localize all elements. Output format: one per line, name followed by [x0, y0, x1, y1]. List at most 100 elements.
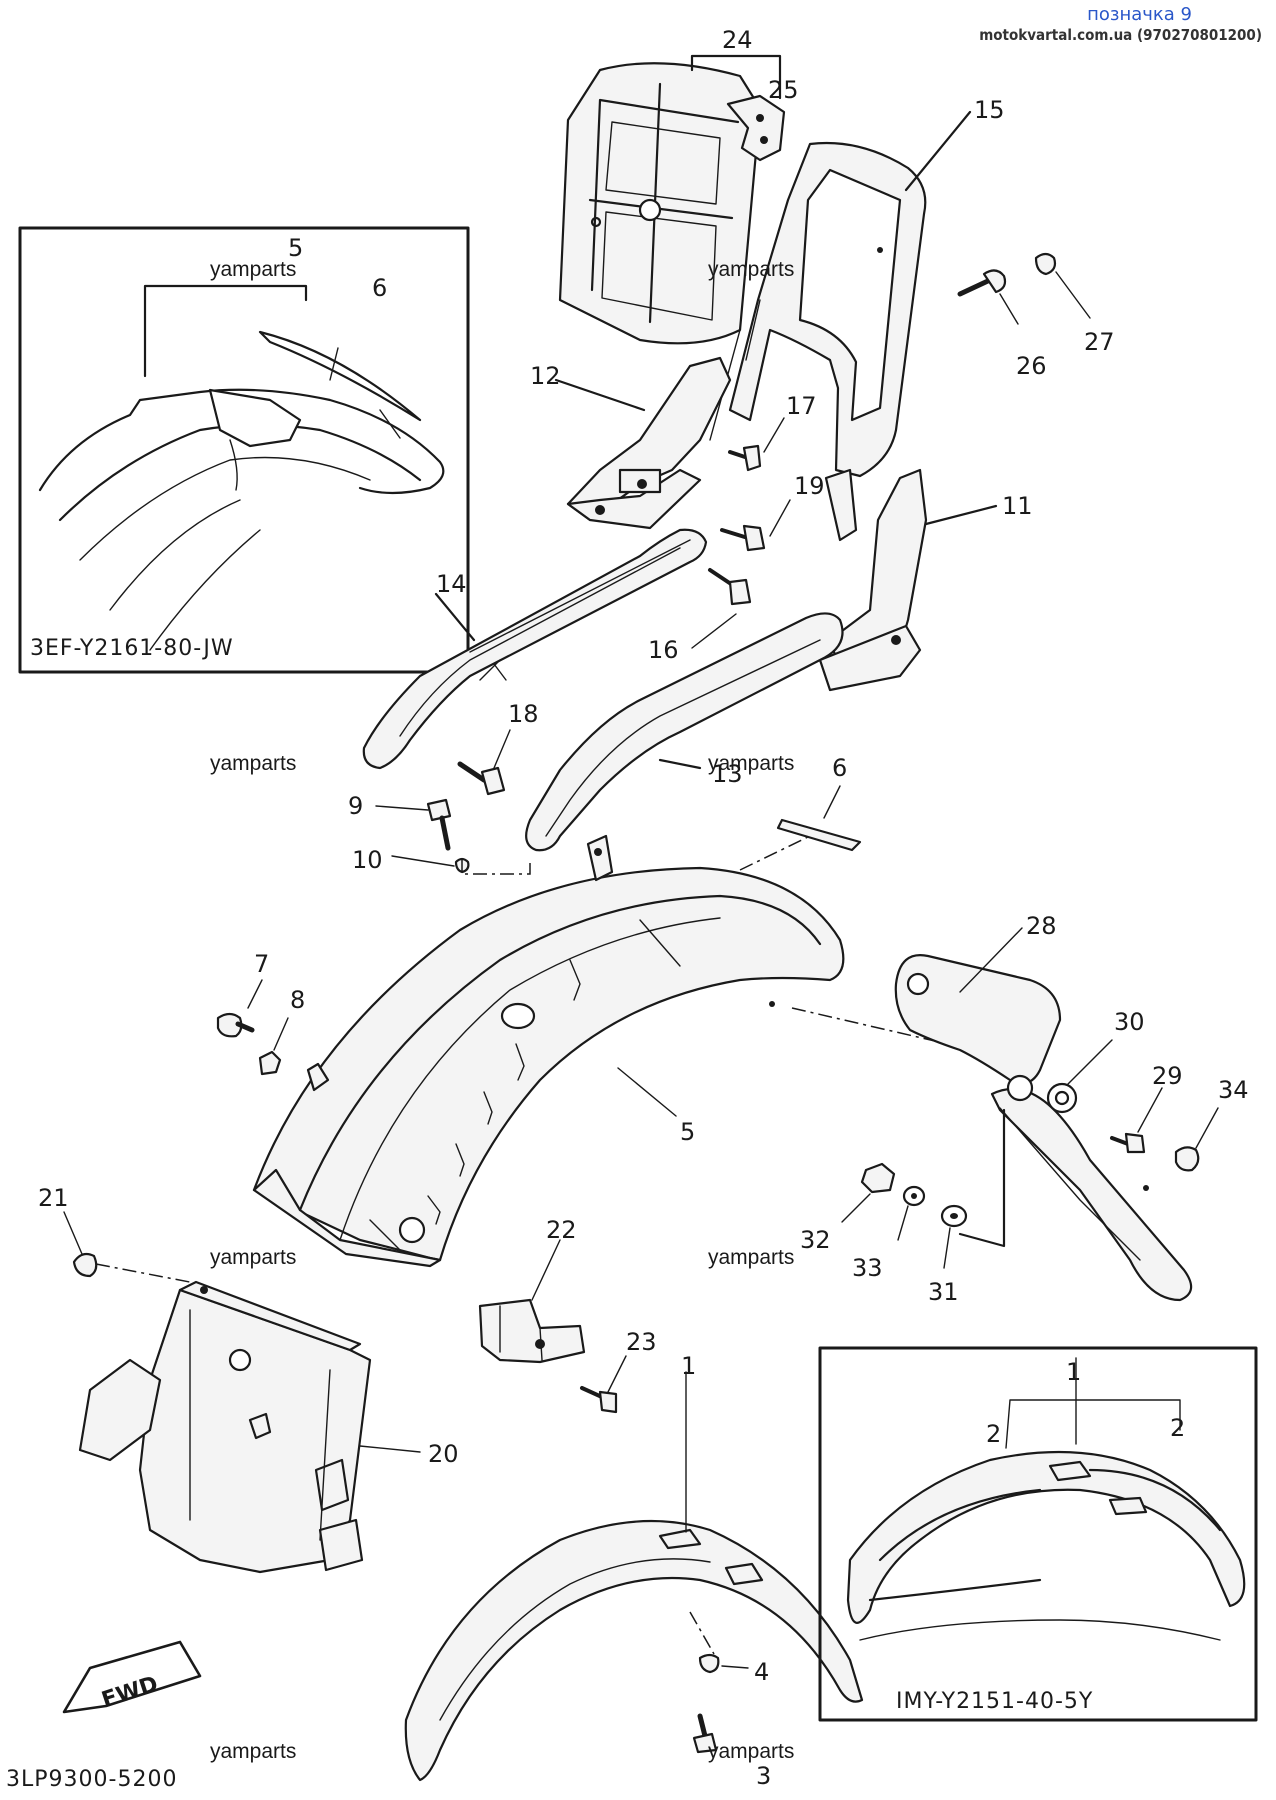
callout-25: 25: [768, 76, 799, 104]
callout-5: 5: [680, 1118, 695, 1146]
watermark: yamparts: [210, 1740, 297, 1763]
nut-32: [841, 1162, 896, 1223]
callout-11: 11: [1002, 492, 1033, 520]
header-badge: позначка 9: [1087, 4, 1192, 25]
dashed-line-6: [739, 835, 811, 871]
inset-callout-1: 1: [1066, 1358, 1081, 1386]
rear-fender-5: [252, 834, 845, 1268]
callout-21: 21: [38, 1184, 69, 1212]
callout-1: 1: [681, 1352, 696, 1380]
callout-31: 31: [928, 1278, 959, 1306]
inset-callout-5: 5: [288, 234, 303, 262]
watermark: yamparts: [708, 752, 795, 775]
callout-20: 20: [428, 1440, 459, 1468]
callout-28: 28: [1026, 912, 1057, 940]
front-fender-1: [404, 1371, 864, 1782]
callout-30: 30: [1114, 1008, 1145, 1036]
header-site-link[interactable]: motokvartal.com.ua (970270801200): [979, 26, 1262, 44]
rear-flap-20: [78, 1280, 421, 1574]
callout-18: 18: [508, 700, 539, 728]
leader-31-stay: [958, 1108, 1006, 1248]
inset-callout-2b: 2: [1170, 1414, 1185, 1442]
callout-33: 33: [852, 1254, 883, 1282]
cap-nut-34: [1174, 1107, 1219, 1172]
watermark: yamparts: [708, 1740, 795, 1763]
callout-numbers: 1 3 4 5 6 7 8 9 10 11 12 13 14 15 16 17 …: [6, 26, 1249, 1792]
collar-30: [1046, 1039, 1113, 1114]
backrest-pad: [558, 62, 762, 345]
inset-callout-2a: 2: [986, 1420, 1001, 1448]
fender-stay-28: [894, 927, 1193, 1302]
grab-rail-14: [362, 528, 708, 770]
leader-11: [924, 504, 998, 526]
inset-callout-6: 6: [372, 274, 387, 302]
leader-14: [434, 592, 476, 642]
side-bracket-11: [818, 468, 928, 692]
nut-8: [258, 1017, 289, 1076]
watermark: yamparts: [210, 752, 297, 775]
washer-10: [391, 855, 470, 874]
callout-16: 16: [648, 636, 679, 664]
callout-14: 14: [436, 570, 467, 598]
leader-13: [658, 758, 702, 770]
bolt-26: [957, 269, 1019, 325]
callout-17: 17: [786, 392, 817, 420]
callout-4: 4: [754, 1658, 769, 1686]
stripe-6: [776, 785, 862, 852]
inset-code-label-2: IMY-Y2151-40-5Y: [896, 1689, 1093, 1714]
callout-9: 9: [348, 792, 363, 820]
nut-21: [63, 1211, 98, 1278]
bolt-17: [728, 417, 785, 472]
callout-8: 8: [290, 986, 305, 1014]
callout-13: 13: [712, 760, 743, 788]
backrest-bracket-25: [726, 94, 786, 162]
watermark: yamparts: [708, 1246, 795, 1269]
callout-10: 10: [352, 846, 383, 874]
callout-19: 19: [794, 472, 825, 500]
callout-7: 7: [254, 950, 269, 978]
callout-27: 27: [1084, 328, 1115, 356]
bolt-3: [692, 1713, 718, 1754]
callout-15: 15: [974, 96, 1005, 124]
callout-6: 6: [832, 754, 847, 782]
callout-23: 23: [626, 1328, 657, 1356]
callout-3: 3: [756, 1762, 771, 1790]
bolt-29: [1110, 1087, 1163, 1154]
dashed-line-10: [461, 858, 531, 875]
inset-code-label: 3EF-Y2161-80-JW: [30, 636, 234, 661]
bolt-4: [698, 1653, 749, 1674]
watermark: yamparts: [708, 258, 795, 281]
screw-23: [580, 1355, 627, 1414]
bolt-19: [720, 499, 791, 552]
leader-12: [554, 378, 646, 412]
grab-rail-13: [525, 612, 844, 852]
bolt-16: [691, 568, 752, 649]
bolt-9: [375, 798, 452, 851]
washer-33: [897, 1185, 926, 1241]
leader-24: [690, 54, 782, 100]
washer-31: [940, 1204, 968, 1269]
callout-29: 29: [1152, 1062, 1183, 1090]
fwd-arrow: FWD: [62, 1640, 202, 1714]
callout-12: 12: [530, 362, 561, 390]
leader-15: [904, 110, 972, 192]
watermark: yamparts: [210, 1246, 297, 1269]
diagram-code-label: 3LP9300-5200: [6, 1767, 177, 1792]
inset-rear-fender-variant: 3EF-Y2161-80-JW 5 6: [18, 226, 470, 674]
dashed-line-21: [95, 1263, 201, 1285]
nut-27: [1034, 252, 1091, 319]
callout-34: 34: [1218, 1076, 1249, 1104]
seat-bracket-12: [566, 356, 732, 530]
watermark: yamparts: [210, 258, 297, 281]
bolt-7: [216, 979, 263, 1038]
bracket-22: [478, 1298, 586, 1364]
callout-22: 22: [546, 1216, 577, 1244]
backrest-frame-15: [709, 141, 927, 478]
bolt-18: [457, 729, 511, 796]
inset-front-fender-variant: IMY-Y2151-40-5Y 1 2 2: [818, 1346, 1258, 1722]
callout-32: 32: [800, 1226, 831, 1254]
dashed-line-4: [689, 1611, 715, 1655]
callout-26: 26: [1016, 352, 1047, 380]
